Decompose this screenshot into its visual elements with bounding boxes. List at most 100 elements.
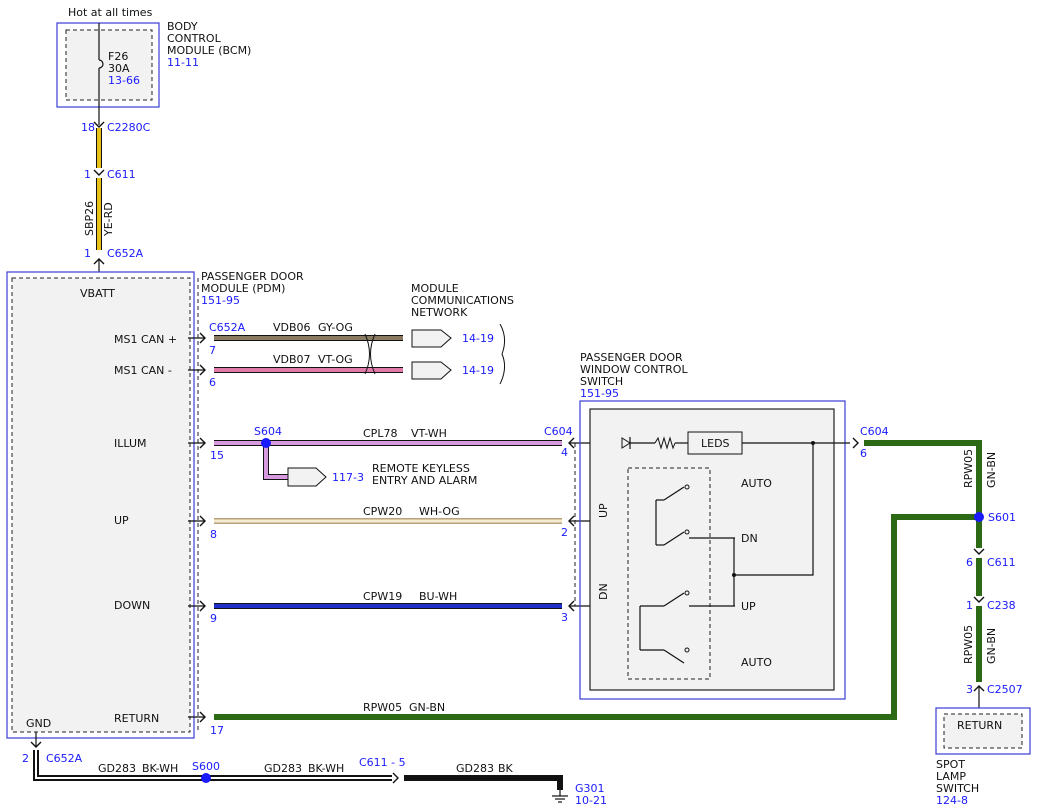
c604-left-label: C604 [544, 425, 573, 438]
cpw20-circuit: CPW20 [363, 505, 402, 518]
network-name-2: COMMUNICATIONS [411, 294, 514, 307]
g301-ref[interactable]: 10-21 [575, 794, 607, 807]
down-pin: 9 [210, 612, 217, 625]
wire-gd283-bk [404, 775, 563, 790]
spot-lamp-ref[interactable]: 124-8 [936, 794, 968, 807]
return-color: GN-BN [409, 701, 445, 714]
pdm-ms1-can-plus: MS1 CAN + [114, 333, 177, 346]
bcm-name-1: BODY [167, 20, 198, 33]
pdm-ref[interactable]: 151-95 [201, 294, 240, 307]
c611-pin: 1 [84, 168, 91, 181]
sbp26-circuit: SBP26 [83, 201, 96, 236]
network-minus-ref[interactable]: 14-19 [462, 364, 494, 377]
c604-right-pin: 6 [860, 447, 867, 460]
bcm-ref[interactable]: 11-11 [167, 56, 199, 69]
rke-ref[interactable]: 117-3 [332, 471, 364, 484]
up-pin: 8 [210, 528, 217, 541]
gd283-color-3: BK [498, 762, 514, 775]
twisted-pair-icon [364, 333, 376, 375]
gd283-circuit-2: GD283 [264, 762, 302, 775]
switch-dn: DN [741, 532, 758, 545]
rpw05-bottom-color: GN-BN [985, 628, 998, 664]
fuse-rating: 30A [108, 62, 130, 75]
pdm-name-2: MODULE (PDM) [201, 282, 285, 295]
c2280c-pin: 18 [81, 121, 95, 134]
switch-contact-auto-top [663, 486, 685, 501]
switch-ref[interactable]: 151-95 [580, 387, 619, 400]
switch-name-3: SWITCH [580, 375, 623, 388]
bcm-outer-box [56, 22, 160, 108]
can-minus-pin: 6 [209, 376, 216, 389]
c238-pin: 1 [966, 599, 973, 612]
wire-cpl78-branch [264, 443, 288, 479]
pdm-down: DOWN [114, 599, 150, 612]
switch-name-1: PASSENGER DOOR [580, 351, 683, 364]
spot-lamp-name-1: SPOT [936, 758, 965, 771]
cpw20-color: WH-OG [419, 505, 460, 518]
connector-c611-icon [93, 169, 105, 176]
resistor-icon [654, 436, 676, 450]
pdm-name-1: PASSENGER DOOR [201, 270, 304, 283]
pdm-gnd: GND [26, 717, 51, 730]
down-switch-pin: 3 [561, 611, 568, 624]
bcm-name-2: CONTROL [167, 32, 222, 45]
connector-c2280c-icon [93, 121, 105, 128]
wire-rpw05-return [214, 514, 979, 720]
rpw05-top-circuit: RPW05 [962, 449, 975, 488]
s601-label: S601 [988, 511, 1016, 524]
switch-name-2: WINDOW CONTROL [580, 363, 688, 376]
switch-auto-top: AUTO [741, 477, 772, 490]
network-name-3: NETWORK [411, 306, 468, 319]
splice-s601 [974, 512, 984, 522]
c2507-label: C2507 [987, 683, 1023, 696]
c611-right-label: C611 [987, 556, 1016, 569]
can-plus-pin: 7 [209, 344, 216, 357]
connector-c652a-ground-icon [30, 741, 42, 748]
cpw19-color: BU-WH [419, 590, 457, 603]
cpw19-circuit: CPW19 [363, 590, 402, 603]
s604-label: S604 [254, 425, 282, 438]
switch-dn-side-label: DN [597, 583, 610, 600]
vdb06-color: GY-OG [318, 321, 353, 334]
c652a-top-label: C652A [107, 247, 144, 260]
ground-connector: C652A [46, 752, 83, 765]
network-minus-arrow-icon [411, 361, 452, 380]
gd283-color-2: BK-WH [308, 762, 344, 775]
c611-right-pin: 6 [966, 556, 973, 569]
switch-contact-up [663, 592, 685, 607]
fuse-icon [98, 59, 104, 69]
c2280c-label: C2280C [107, 121, 151, 134]
hot-at-all-times-label: Hot at all times [68, 6, 153, 19]
diode-icon [621, 437, 631, 449]
cpl78-circuit: CPL78 [363, 427, 397, 440]
leds-label: LEDS [701, 437, 730, 450]
spot-lamp-name-3: SWITCH [936, 782, 979, 795]
bcm-inner-box [65, 29, 153, 101]
switch-contact-auto-bottom [663, 649, 685, 664]
illum-pin: 15 [210, 449, 224, 462]
pdm-illum: ILLUM [114, 437, 147, 450]
spot-lamp-name-2: LAMP [936, 770, 966, 783]
g301-label: G301 [575, 782, 605, 795]
c652a-top-pin: 1 [84, 247, 91, 260]
c604-right-label: C604 [860, 425, 889, 438]
rpw05-top-color: GN-BN [985, 452, 998, 488]
switch-up-side-label: UP [597, 503, 610, 518]
spot-lamp-return: RETURN [957, 719, 1002, 732]
pdm-inner-box [11, 277, 191, 733]
fuse-ref[interactable]: 13-66 [108, 74, 140, 87]
network-plus-arrow-icon [411, 329, 452, 348]
pdm-ms1-can-minus: MS1 CAN - [114, 364, 172, 377]
pdm-vbatt: VBATT [80, 287, 115, 300]
spot-lamp-inner-box [943, 713, 1023, 749]
s600-label: S600 [192, 760, 220, 773]
bcm-name-3: MODULE (BCM) [167, 44, 251, 57]
inline-c611-5: C611 - 5 [359, 756, 406, 769]
switch-contact-dn [663, 531, 685, 546]
network-plus-ref[interactable]: 14-19 [462, 332, 494, 345]
c2507-pin: 3 [966, 683, 973, 696]
pdm-return: RETURN [114, 712, 159, 725]
c611-label: C611 [107, 168, 136, 181]
rpw05-bottom-circuit: RPW05 [962, 625, 975, 664]
